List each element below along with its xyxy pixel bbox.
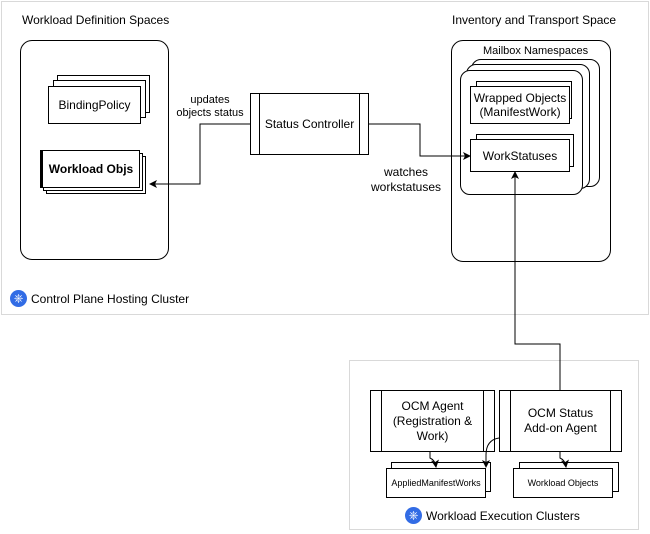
ocm-agent: OCM Agent (Registration & Work) [370,390,495,452]
status-controller: Status Controller [250,93,369,155]
mailbox-namespaces-title: Mailbox Namespaces [483,45,589,57]
ocm-status-addon-left-bar [499,390,511,452]
ocm-status-addon: OCM Status Add-on Agent [499,390,622,452]
ocm-status-addon-right-bar [610,390,622,452]
arrow-addon-to-workload-objects [559,452,569,468]
execution-cluster-label: Workload Execution Clusters [426,509,580,523]
binding-policy-label: BindingPolicy [58,98,131,112]
updates-status-label: updates objects status [176,94,244,119]
workload-definition-title: Workload Definition Spaces [22,13,170,27]
work-statuses-card: WorkStatuses [470,139,570,172]
arrow-status-addon-to-workstatuses [511,171,561,390]
status-controller-right-bar [359,93,369,155]
arrow-watches-workstatuses [369,123,471,160]
watches-workstatuses-label: watches workstatuses [370,165,442,194]
workload-objs-card: Workload Objs [40,150,140,188]
control-plane-cluster-label: Control Plane Hosting Cluster [31,292,190,306]
arrow-agent-to-applied [429,452,439,468]
wrapped-objects-label: Wrapped Objects (ManifestWork) [473,91,567,119]
work-statuses-label: WorkStatuses [482,148,558,163]
applied-manifest-works-card: AppliedManifestWorks [386,468,486,498]
ocm-status-addon-label: OCM Status Add-on Agent [524,406,597,435]
binding-policy-card: BindingPolicy [48,86,141,124]
arrow-addon-to-applied [482,437,500,468]
applied-manifest-works-label: AppliedManifestWorks [391,478,481,488]
workload-objects-card: Workload Objects [513,468,613,498]
ocm-agent-left-bar [370,390,382,452]
arrow-updates-status [149,123,250,188]
workload-objects-label: Workload Objects [527,478,599,488]
kubernetes-icon: ⎈ [10,290,27,307]
ocm-agent-label: OCM Agent (Registration & Work) [392,398,473,443]
wrapped-objects-card: Wrapped Objects (ManifestWork) [470,86,570,124]
status-controller-left-bar [250,93,260,155]
status-controller-label: Status Controller [264,117,355,131]
ocm-agent-right-bar [483,390,495,452]
workload-objs-label: Workload Objs [48,162,134,176]
kubernetes-icon: ⎈ [405,507,422,524]
inventory-title: Inventory and Transport Space [452,13,617,27]
